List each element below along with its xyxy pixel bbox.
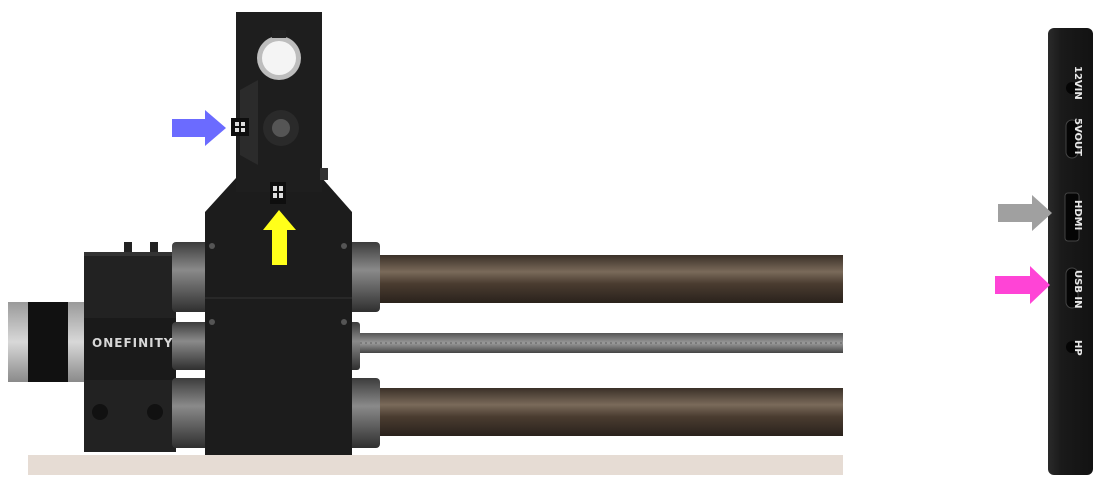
port-label-5vout: 5VOUT — [1072, 118, 1083, 156]
device-panel — [1048, 28, 1093, 475]
gray-arrow — [998, 195, 1052, 231]
lead-screw — [340, 333, 843, 353]
bearing-right-bot — [344, 378, 380, 448]
bearing-left-top — [172, 242, 212, 312]
upper-connector — [231, 118, 249, 136]
carriage-plate — [205, 178, 352, 455]
magenta-arrow — [995, 266, 1050, 304]
blue-arrow — [172, 110, 226, 146]
hdmi-port — [1064, 192, 1080, 242]
headphone-jack — [1066, 341, 1078, 353]
bearing-left-bot — [172, 378, 212, 448]
port-label-hdmi: HDMI — [1072, 200, 1083, 231]
usb-c-5vout — [1065, 119, 1079, 159]
lower-rail — [370, 388, 843, 436]
power-jack — [1066, 82, 1078, 94]
usb-c-in — [1065, 267, 1079, 309]
port-label-12vin: 12VIN — [1072, 66, 1083, 100]
lower-connector — [270, 182, 286, 204]
port-label-usb-in: USB IN — [1072, 270, 1083, 309]
base-plate — [28, 455, 843, 475]
bearing-left-mid — [172, 322, 212, 370]
yellow-arrow — [263, 210, 296, 265]
bearing-right-top — [344, 242, 380, 312]
port-label-hp: HP — [1072, 340, 1083, 356]
upper-rail — [370, 255, 843, 303]
brand-logo: ONEFINITY — [92, 336, 174, 350]
